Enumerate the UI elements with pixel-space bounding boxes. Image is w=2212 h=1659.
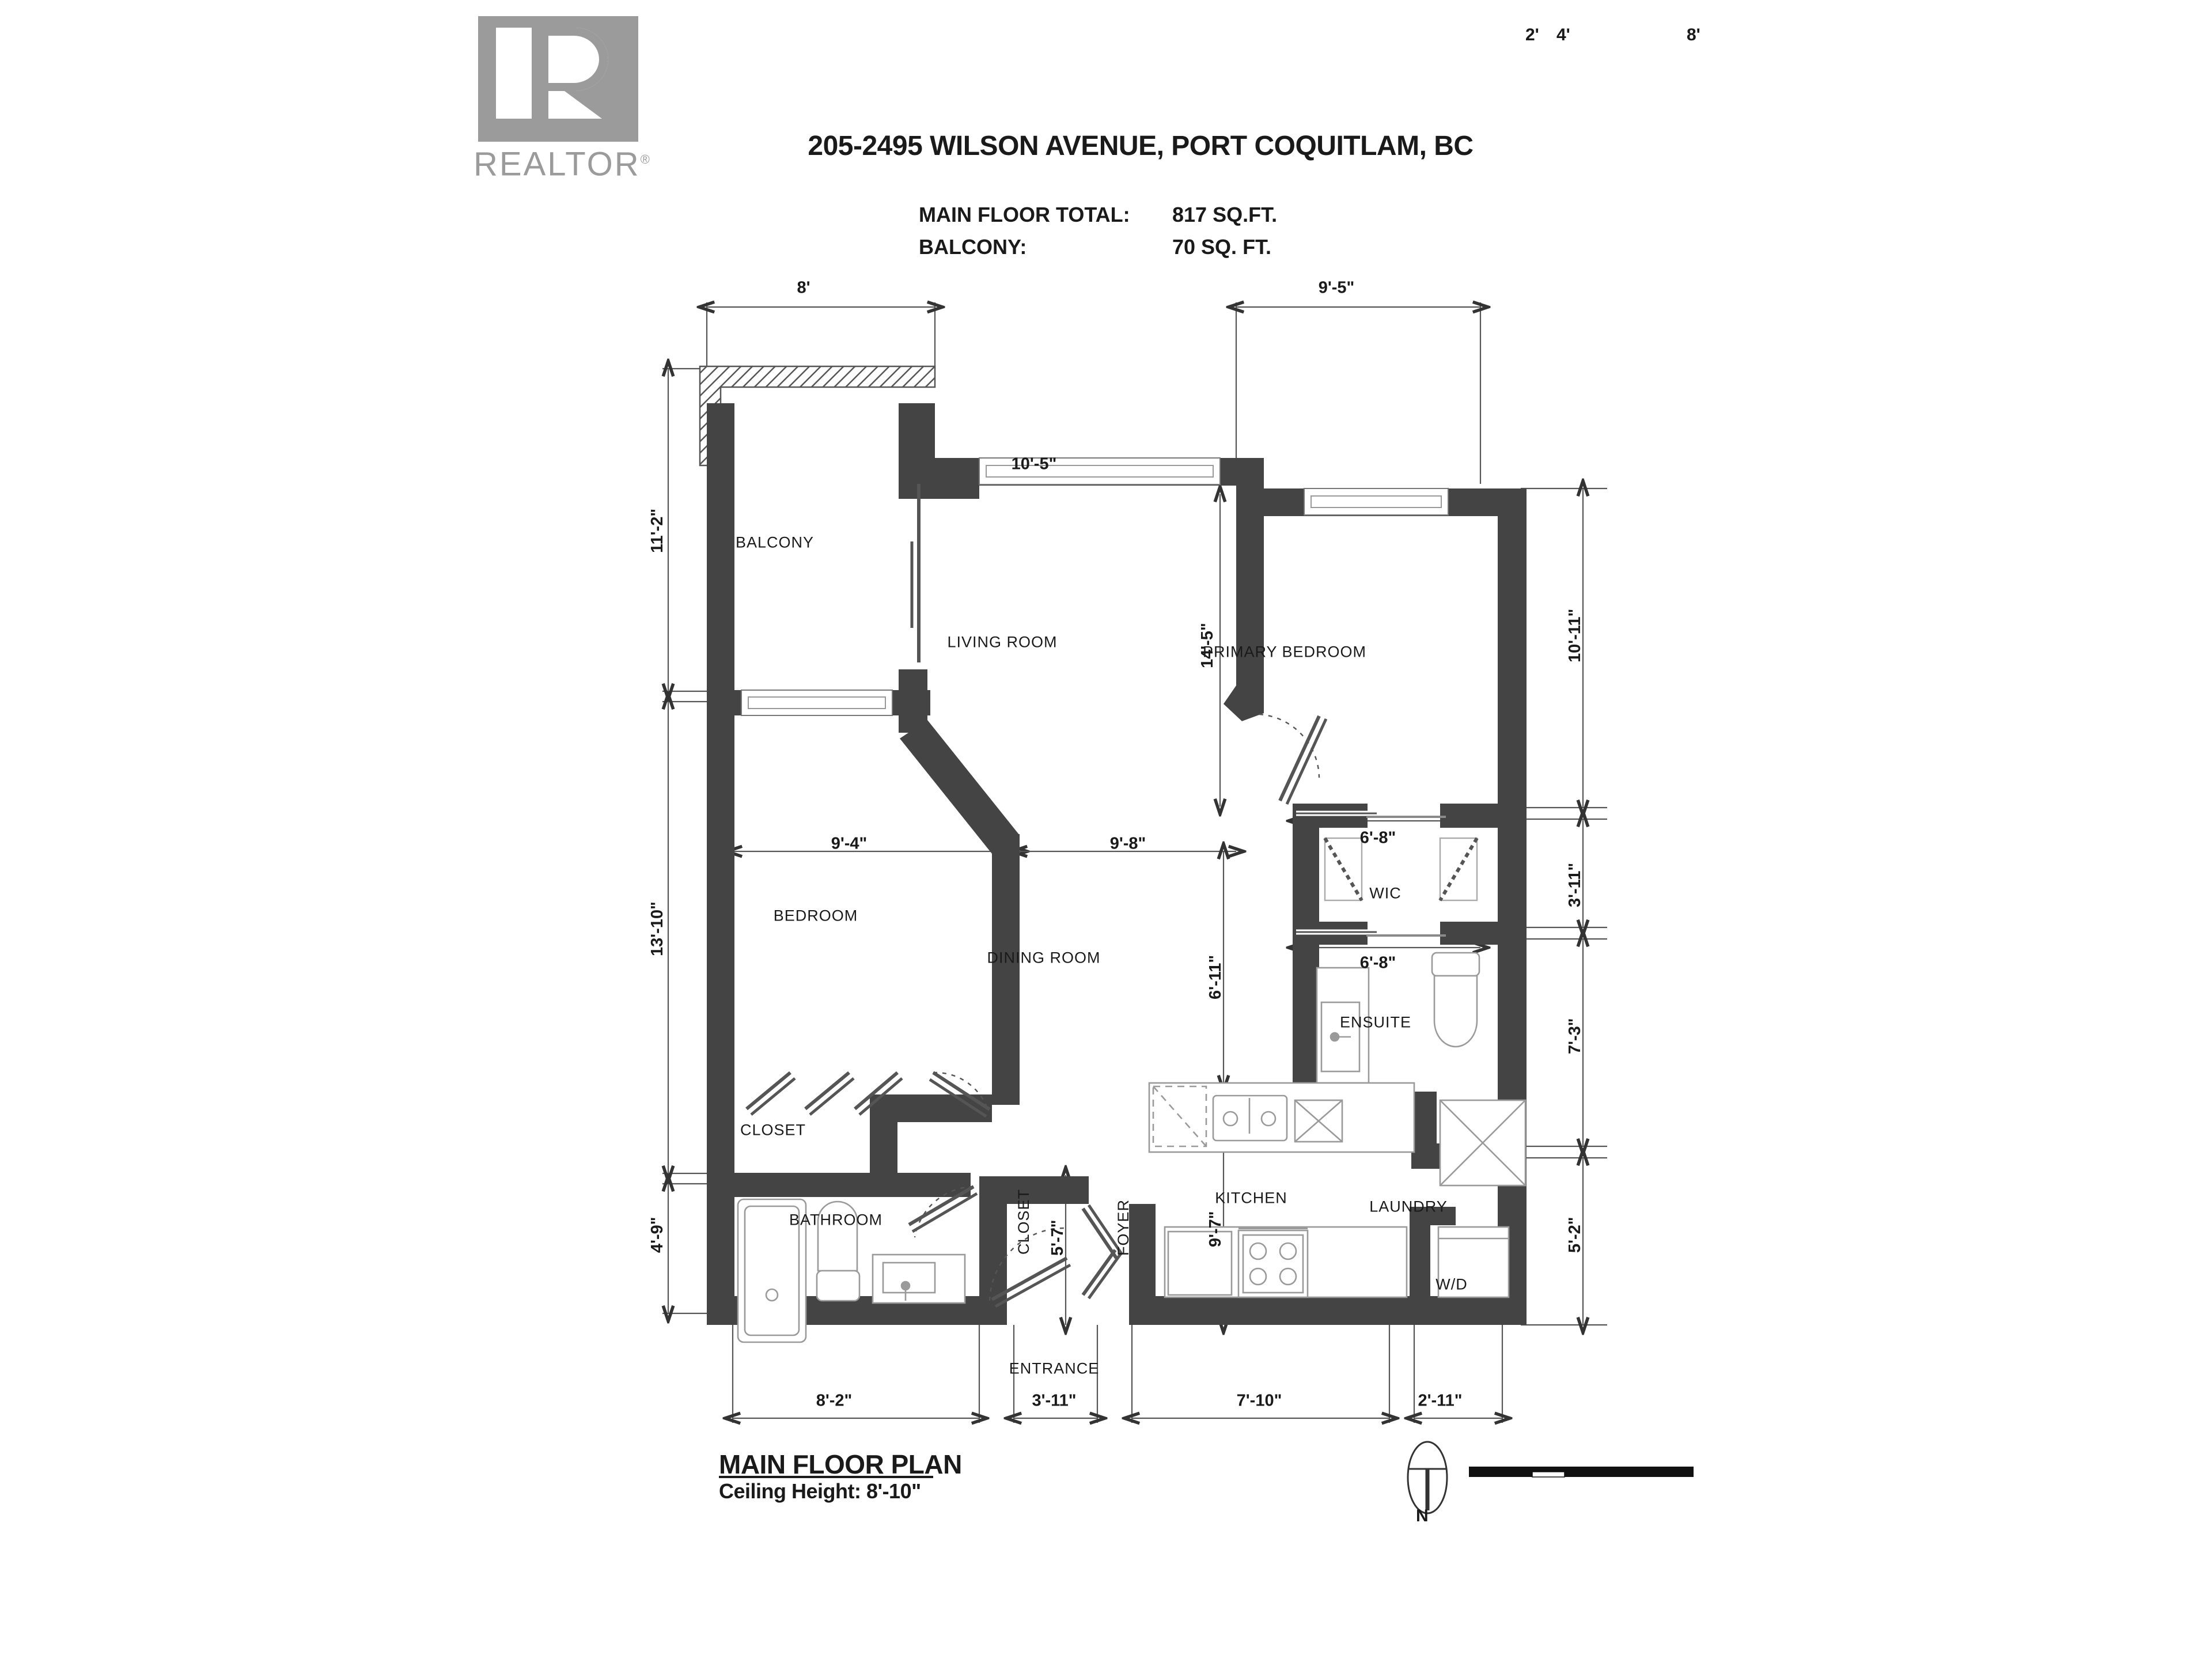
- tile-panel-right: [1439, 1099, 1527, 1187]
- room-label: LAUNDRY: [1369, 1198, 1448, 1215]
- header: REALTOR® 205-2495 WILSON AVENUE, PORT CO…: [0, 0, 2212, 271]
- bathroom-vanity: [872, 1253, 966, 1304]
- dimension-label: 10'-11": [1566, 608, 1584, 662]
- walls: [707, 403, 1527, 1325]
- dimension-label: 8'-2": [816, 1391, 853, 1410]
- page-title: 205-2495 WILSON AVENUE, PORT COQUITLAM, …: [808, 131, 1474, 161]
- room-label: PRIMARY BEDROOM: [1202, 643, 1367, 661]
- room-label: WIC: [1369, 884, 1402, 902]
- toilet-bathroom: [816, 1200, 861, 1302]
- scale-bar: [1469, 1467, 1694, 1478]
- toilet-ensuite: [1431, 952, 1480, 1048]
- kitchen-lower-counter: [1164, 1226, 1408, 1298]
- dimension-label: 8': [797, 278, 810, 297]
- bedroom-closet-doors: [745, 1071, 903, 1116]
- primary-bedroom-door: [1259, 713, 1328, 805]
- room-label: BALCONY: [735, 533, 815, 551]
- room-label: W/D: [1435, 1275, 1468, 1293]
- dimension-label: 9'-8": [1109, 834, 1146, 853]
- room-label: CLOSET: [1015, 1188, 1032, 1255]
- dimension-label: 9'-4": [831, 834, 868, 853]
- dimension-label: 5'-7": [1048, 1219, 1067, 1256]
- scale-tick-8ft: 8': [1687, 25, 1700, 44]
- realtor-logo: REALTOR®: [474, 16, 650, 183]
- fixtures: [737, 952, 1527, 1343]
- bedroom-door: [929, 1071, 991, 1118]
- dimension-label: 3'-11": [1566, 862, 1584, 907]
- room-label: CLOSET: [740, 1121, 806, 1139]
- dimension-label: 5'-2": [1566, 1217, 1584, 1253]
- room-label: BATHROOM: [789, 1211, 882, 1229]
- foyer-closet-doors: [1081, 1204, 1124, 1300]
- scale-tick-2ft: 2': [1525, 25, 1539, 44]
- dimension-label: 14'-5": [1198, 623, 1217, 668]
- area-summary: MAIN FLOOR TOTAL: 817 SQ.FT. BALCONY: 70…: [919, 199, 1368, 263]
- area-value: 70 SQ. FT.: [1172, 235, 1272, 259]
- bathroom-door: [908, 1185, 978, 1238]
- realtor-logo-icon: [478, 16, 638, 142]
- dimension-label: 2'-11": [1418, 1391, 1463, 1410]
- compass-north-label: N: [1416, 1506, 1429, 1525]
- room-label: LIVING ROOM: [947, 633, 1058, 651]
- area-value: 817 SQ.FT.: [1172, 203, 1278, 226]
- kitchen-upper-counter: [1148, 1082, 1415, 1153]
- dimension-label: 6'-11": [1206, 955, 1225, 999]
- footer-divider: [719, 1476, 933, 1478]
- room-label: DINING ROOM: [987, 949, 1101, 967]
- dimension-label: 3'-11": [1032, 1391, 1077, 1410]
- doors: [745, 484, 1479, 1308]
- dimension-label: 13'-10": [648, 902, 666, 956]
- balcony-slider-door: [910, 484, 921, 662]
- dimension-label: 9'-5": [1318, 278, 1355, 297]
- room-label: ENSUITE: [1339, 1013, 1412, 1031]
- dimension-label: 7'-10": [1236, 1391, 1282, 1410]
- room-label: BEDROOM: [773, 907, 858, 925]
- area-row: MAIN FLOOR TOTAL: 817 SQ.FT.: [919, 199, 1368, 231]
- room-label: FOYER: [1115, 1199, 1132, 1256]
- dimension-label: 9'-7": [1206, 1211, 1225, 1247]
- dimension-label: 4'-9": [648, 1217, 666, 1253]
- wic-bifold-doors: [1296, 810, 1479, 937]
- footer-plan-title: MAIN FLOOR PLAN: [719, 1449, 962, 1479]
- area-label: BALCONY:: [919, 235, 1027, 259]
- realtor-wordmark: REALTOR®: [474, 145, 652, 183]
- scale-tick-4ft: 4': [1556, 25, 1570, 44]
- dimension-label: 11'-2": [648, 508, 666, 553]
- dimension-label: 6'-8": [1359, 828, 1396, 847]
- washer-dryer: [1437, 1226, 1510, 1298]
- compass-rose: [1407, 1441, 1448, 1514]
- bathtub: [737, 1198, 807, 1343]
- footer-ceiling-note: Ceiling Height: 8'-10": [719, 1479, 921, 1503]
- dimension-label: 7'-3": [1566, 1018, 1584, 1054]
- dimension-label: 10'-5": [1011, 454, 1057, 474]
- area-label: MAIN FLOOR TOTAL:: [919, 203, 1130, 226]
- ensuite-shower: [1316, 967, 1370, 1084]
- dimension-label: 6'-8": [1359, 953, 1396, 972]
- entrance-door: [988, 1227, 1071, 1308]
- area-row: BALCONY: 70 SQ. FT.: [919, 231, 1368, 263]
- room-label: ENTRANCE: [1009, 1359, 1100, 1377]
- windows: [741, 457, 1449, 716]
- room-label: KITCHEN: [1215, 1189, 1287, 1207]
- balcony-railing: [699, 365, 936, 467]
